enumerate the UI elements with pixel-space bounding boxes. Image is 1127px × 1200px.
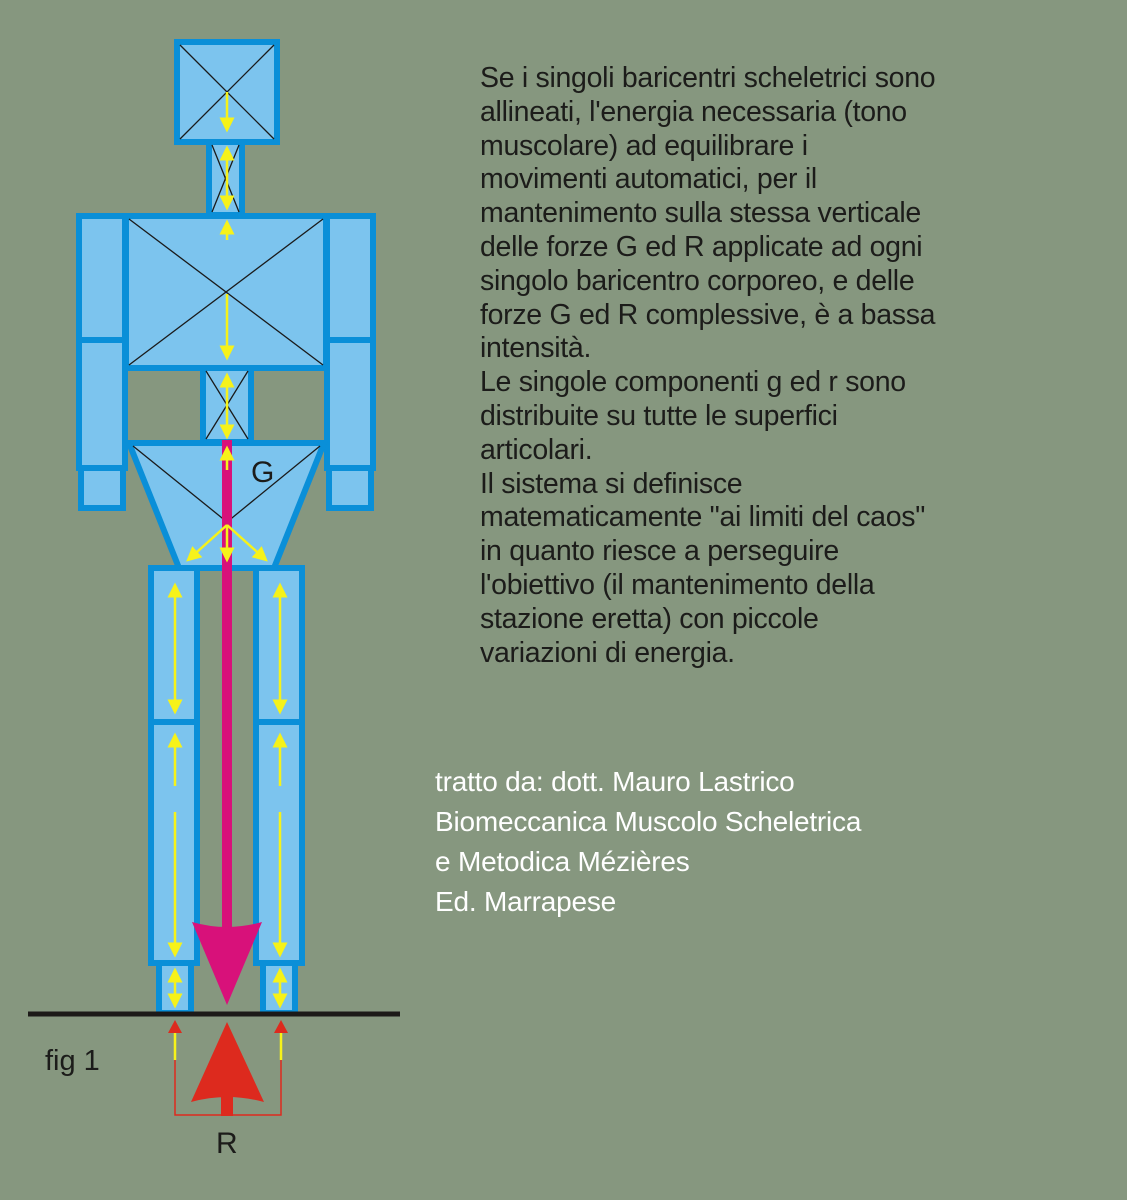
description-line: singolo baricentro corporeo, e delle: [480, 264, 915, 297]
gravity-arrow: [192, 440, 262, 1005]
credits-line: e Metodica Mézières: [435, 846, 690, 877]
description-line: variazioni di energia.: [480, 636, 735, 669]
description-line: in quanto riesce a perseguire: [480, 535, 839, 568]
left-forearm: [76, 337, 128, 471]
description-line: movimenti automatici, per il: [480, 163, 817, 196]
left-upper-arm: [76, 213, 128, 343]
description-line: articolari.: [480, 433, 593, 466]
left-hand: [78, 465, 126, 511]
description-line: mantenimento sulla stessa verticale: [480, 197, 921, 230]
credits-line: Biomeccanica Muscolo Scheletrica: [435, 806, 862, 837]
right-hand: [326, 465, 374, 511]
description-line: intensità.: [480, 332, 592, 365]
right-forearm: [324, 337, 376, 471]
description-line: Se i singoli baricentri scheletrici sono: [480, 62, 936, 94]
description-line: Le singole componenti g ed r sono: [480, 366, 906, 399]
credits-line: tratto da: dott. Mauro Lastrico: [435, 766, 795, 797]
description-text: Se i singoli baricentri scheletrici sono…: [480, 62, 936, 670]
credits-line: Ed. Marrapese: [435, 886, 617, 917]
figure-label: fig 1: [45, 1045, 100, 1077]
description-line: l'obiettivo (il mantenimento della: [480, 568, 875, 601]
description-line: delle forze G ed R applicate ad ogni: [480, 230, 923, 263]
description-line: allineati, l'energia necessaria (tono: [480, 95, 907, 128]
description-line: stazione eretta) con piccole: [480, 602, 819, 635]
reaction-arrow: [168, 1020, 288, 1116]
component-arrows: [167, 92, 288, 1009]
right-upper-arm: [324, 213, 376, 343]
description-line: forze G ed R complessive, è a bassa: [480, 298, 936, 331]
description-line: distribuite su tutte le superfici: [480, 399, 838, 432]
reaction-label: R: [216, 1127, 238, 1160]
description-line: muscolare) ad equilibrare i: [480, 129, 808, 162]
description-line: matematicamente "ai limiti del caos": [480, 501, 926, 534]
description-line: Il sistema si definisce: [480, 467, 743, 500]
gravity-label: G: [251, 456, 274, 489]
